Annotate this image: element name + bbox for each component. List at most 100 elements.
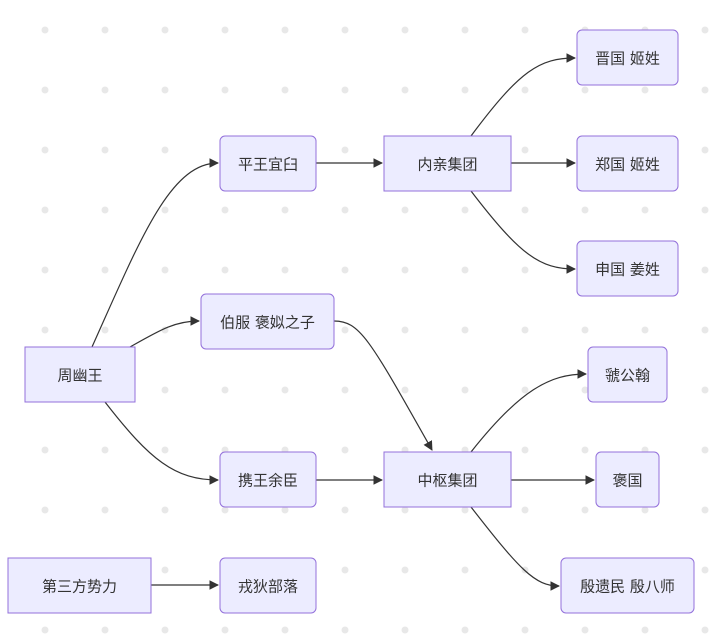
grid-dot — [641, 206, 649, 214]
node-zhengguo[interactable]: 郑国 姬姓 — [576, 135, 679, 192]
node-zhongshu[interactable]: 中枢集团 — [383, 451, 512, 508]
edge-zhouyouwang-to-bofu — [129, 316, 200, 348]
grid-dot — [41, 146, 49, 154]
node-zhouyouwang[interactable]: 周幽王 — [24, 346, 136, 403]
node-label: 伯服 褒姒之子 — [220, 314, 315, 332]
grid-dot — [401, 566, 409, 574]
grid-dot — [221, 626, 229, 634]
node-box[interactable] — [383, 135, 512, 192]
grid-dot — [341, 566, 349, 574]
grid-dot — [701, 206, 709, 214]
node-jinguo[interactable]: 晋国 姬姓 — [576, 29, 679, 86]
node-box[interactable] — [200, 293, 335, 350]
node-rongdi[interactable]: 戎狄部落 — [219, 557, 317, 614]
grid-dot — [401, 386, 409, 394]
node-box[interactable] — [24, 346, 136, 403]
grid-dot — [341, 26, 349, 34]
grid-dot — [341, 146, 349, 154]
grid-dot — [101, 86, 109, 94]
grid-dot — [581, 626, 589, 634]
grid-dot — [341, 446, 349, 454]
grid-dot — [281, 26, 289, 34]
edge-bofu-to-zhongshu — [333, 320, 433, 451]
edge-zhongshu-to-guogonghan — [470, 369, 587, 453]
node-label: 内亲集团 — [417, 156, 477, 174]
grid-dot — [461, 326, 469, 334]
grid-dot — [161, 86, 169, 94]
node-label: 申国 姜姓 — [595, 261, 660, 279]
node-xiewang[interactable]: 携王余臣 — [219, 451, 317, 508]
node-box[interactable] — [383, 451, 512, 508]
grid-dot — [461, 566, 469, 574]
grid-dot — [521, 446, 529, 454]
grid-dot — [701, 626, 709, 634]
grid-dot — [641, 326, 649, 334]
grid-dot — [461, 26, 469, 34]
grid-dot — [41, 506, 49, 514]
grid-dot — [341, 506, 349, 514]
grid-dot — [41, 446, 49, 454]
grid-dot — [161, 626, 169, 634]
node-pingwang[interactable]: 平王宜臼 — [219, 135, 317, 192]
node-box[interactable] — [576, 29, 679, 86]
grid-dot — [101, 26, 109, 34]
grid-dot — [701, 326, 709, 334]
grid-dot — [581, 86, 589, 94]
node-label: 郑国 姬姓 — [595, 156, 660, 174]
node-baoguo[interactable]: 褒国 — [595, 451, 660, 508]
grid-dot — [341, 266, 349, 274]
grid-dot — [521, 326, 529, 334]
node-disanfang[interactable]: 第三方势力 — [7, 557, 152, 614]
grid-dot — [281, 86, 289, 94]
grid-dot — [641, 86, 649, 94]
grid-dot — [341, 626, 349, 634]
grid-dot — [701, 386, 709, 394]
node-box[interactable] — [560, 557, 695, 614]
grid-dot — [41, 326, 49, 334]
grid-dot — [41, 86, 49, 94]
node-box[interactable] — [219, 451, 317, 508]
node-box[interactable] — [219, 557, 317, 614]
grid-dot — [221, 26, 229, 34]
grid-dot — [341, 206, 349, 214]
grid-dot — [41, 206, 49, 214]
grid-dot — [401, 326, 409, 334]
grid-dot — [521, 626, 529, 634]
grid-dot — [161, 566, 169, 574]
node-label: 晋国 姬姓 — [595, 50, 660, 68]
grid-dot — [161, 26, 169, 34]
node-box[interactable] — [595, 451, 660, 508]
grid-dot — [341, 326, 349, 334]
node-neiqin[interactable]: 内亲集团 — [383, 135, 512, 192]
grid-dot — [521, 506, 529, 514]
node-guogonghan[interactable]: 虢公翰 — [587, 346, 668, 403]
grid-dot — [701, 146, 709, 154]
node-shenguo[interactable]: 申国 姜姓 — [576, 240, 679, 297]
node-box[interactable] — [576, 240, 679, 297]
grid-dot — [461, 266, 469, 274]
grid-dot — [461, 386, 469, 394]
grid-dot — [401, 86, 409, 94]
grid-dot — [521, 26, 529, 34]
grid-dot — [101, 146, 109, 154]
node-box[interactable] — [576, 135, 679, 192]
grid-dot — [701, 26, 709, 34]
node-label: 中枢集团 — [417, 472, 477, 490]
node-box[interactable] — [219, 135, 317, 192]
node-box[interactable] — [7, 557, 152, 614]
node-label: 周幽王 — [57, 367, 102, 385]
node-yinyimin[interactable]: 殷遗民 殷八师 — [560, 557, 695, 614]
grid-dot — [461, 206, 469, 214]
node-box[interactable] — [587, 346, 668, 403]
dot-grid-background — [41, 26, 709, 634]
grid-dot — [221, 506, 229, 514]
node-bofu[interactable]: 伯服 褒姒之子 — [200, 293, 335, 350]
node-label: 平王宜臼 — [238, 156, 298, 174]
grid-dot — [281, 626, 289, 634]
grid-dot — [521, 146, 529, 154]
grid-dot — [641, 626, 649, 634]
grid-dot — [701, 566, 709, 574]
grid-dot — [281, 266, 289, 274]
grid-dot — [281, 386, 289, 394]
grid-dot — [161, 266, 169, 274]
